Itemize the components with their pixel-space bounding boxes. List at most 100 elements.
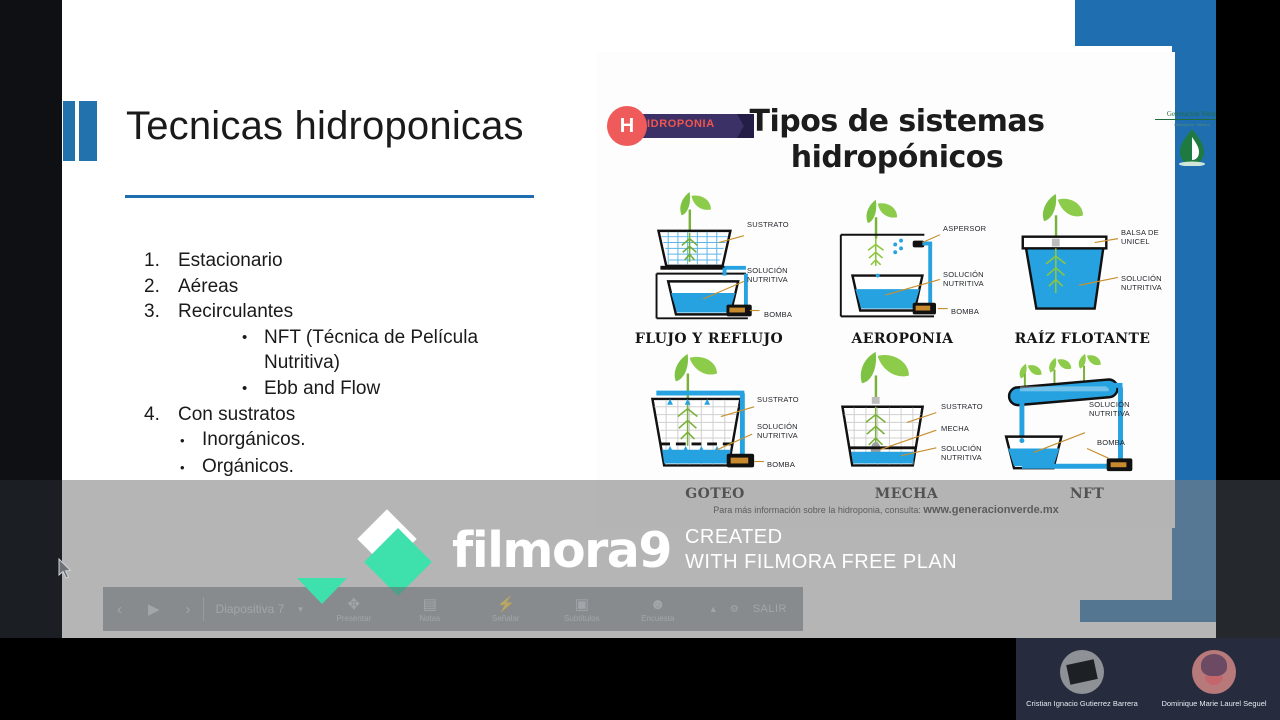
gear-icon[interactable]: ⚙ (729, 603, 739, 615)
list-number: 4. (144, 403, 160, 425)
participant-strip: Cristian Ignacio Gutierrez Barrera Domin… (1016, 638, 1280, 720)
list-number: 2. (144, 275, 160, 297)
list-label: Aéreas (178, 275, 239, 297)
leaf-flame-icon (1179, 129, 1205, 166)
diagram-caption: FLUJO Y REFLUJO (634, 331, 784, 347)
diagram-label: BALSA DE UNICEL (1121, 228, 1159, 246)
list-label: Con sustratos (178, 403, 296, 425)
present-icon: ✥ (347, 595, 361, 613)
bullet-icon: • (242, 379, 248, 397)
toolbar-item-senalar[interactable]: ⚡ Señalar (477, 596, 535, 623)
bullet-icon: • (180, 460, 185, 475)
system-diagram-raiz-flotante: BALSA DE UNICEL SOLUCIÓN NUTRITIVA RAÍZ … (995, 192, 1170, 347)
filmora-brand: filmora9 (452, 521, 672, 579)
filmora-pointer-marker (297, 578, 347, 604)
toolbar-item-encuesta[interactable]: ☻ Encuesta (629, 596, 687, 623)
list-item: 4. Con sustratos (144, 402, 614, 428)
list-label: Recirculantes (178, 301, 294, 322)
toolbar-item-label: Notas (419, 613, 441, 623)
toolbar-item-presentar[interactable]: ✥ Presentar (325, 596, 383, 623)
slide-nav-controls[interactable]: ‹ ▶ › (103, 600, 191, 619)
participant-tile[interactable]: Dominique Marie Laurel Seguel (1148, 638, 1280, 720)
diagram-graphic (655, 192, 760, 320)
toolbar-item-label: Subtítulos (563, 613, 600, 623)
diagram-label: SOLUCIÓN NUTRITIVA (1121, 274, 1162, 292)
filmora-tagline: CREATED WITH FILMORA FREE PLAN (685, 525, 957, 575)
poll-icon: ☻ (649, 595, 666, 613)
mouse-cursor (58, 558, 72, 579)
sub-list-label: Inorgánicos. (202, 429, 306, 450)
overlay-dark-left (0, 480, 62, 638)
diagram-caption: AEROPONIA (851, 331, 954, 347)
next-slide-button[interactable]: › (185, 600, 191, 618)
infographic-title: Tipos de sistemas hidropónicos (707, 104, 1087, 176)
chevron-down-icon[interactable]: ▾ (298, 603, 303, 614)
laser-pointer-icon: ⚡ (496, 595, 516, 613)
diagram-label: SOLUCIÓN NUTRITIVA (757, 422, 798, 440)
exit-button[interactable]: SALIR (752, 603, 787, 615)
participant-tile[interactable]: Cristian Ignacio Gutierrez Barrera (1016, 638, 1148, 720)
diagram-graphic (1021, 193, 1119, 310)
diagram-graphic (1004, 353, 1133, 472)
toolbar-right-controls[interactable]: ▴ ⚙ SALIR (711, 603, 803, 615)
sub-list-item: • Inorgánicos. (180, 427, 614, 454)
logo-subtitle: Hidroponía · México (1174, 122, 1210, 127)
diagram-label: BOMBA (764, 310, 793, 319)
diagram-label: SOLUCIÓN NUTRITIVA (943, 270, 984, 288)
slide-title: Tecnicas hidroponicas (126, 104, 524, 148)
avatar (1192, 650, 1236, 694)
sub-list-label: Orgánicos. (202, 456, 294, 477)
hidroponia-ribbon-label: IDROPONIA (647, 118, 715, 130)
diagram-label: BOMBA (951, 307, 980, 316)
sub-list-item: • NFT (Técnica de Película Nutritiva) (242, 325, 614, 376)
filmora-watermark: filmora9 CREATED WITH FILMORA FREE PLAN (357, 509, 957, 596)
tagline-line2: WITH FILMORA FREE PLAN (684, 551, 958, 573)
diagram-label: SOLUCIÓN NUTRITIVA (941, 444, 982, 462)
diagram-label: BOMBA (1097, 438, 1126, 447)
sub-list-item: • Orgánicos. (180, 454, 614, 481)
list-item: 3. Recirculantes (144, 299, 614, 325)
title-underline (125, 195, 534, 198)
diagram-graphic (839, 199, 948, 318)
play-button[interactable]: ▶ (148, 601, 160, 618)
list-label: Estacionario (178, 250, 283, 271)
avatar (1060, 650, 1104, 694)
diagram-label: SUSTRATO (747, 220, 789, 229)
filmora-logo-icon (357, 509, 438, 596)
toolbar-actions[interactable]: ✥ Presentar ▤ Notas ⚡ Señalar ▣ Subtítul… (325, 596, 687, 623)
list-item: 2. Aéreas (144, 274, 614, 300)
sub-list-label: NFT (Técnica de Película Nutritiva) (264, 326, 479, 374)
presentation-toolbar[interactable]: ‹ ▶ › Diapositiva 7 ▾ ✥ Presentar ▤ Nota… (103, 587, 803, 631)
title-accent-bars (63, 101, 97, 161)
diagram-label: ASPERSOR (943, 224, 987, 233)
participant-name: Cristian Ignacio Gutierrez Barrera (1026, 699, 1138, 708)
slide-indicator[interactable]: Diapositiva 7 (215, 602, 285, 616)
infographic-title-line2: hidropónicos (790, 140, 1004, 175)
bullet-icon: • (242, 328, 248, 346)
slide-outline-list: 1. Estacionario 2. Aéreas 3. Recirculant… (144, 248, 614, 481)
toolbar-item-label: Señalar (491, 613, 520, 623)
list-item: 1. Estacionario (144, 248, 614, 274)
infographic-title-line1: Tipos de sistemas (749, 104, 1045, 139)
letterbox-bottom (0, 638, 1016, 720)
filmora-brand-text: filmora (452, 521, 640, 579)
diagram-label: MECHA (941, 424, 970, 433)
toolbar-item-label: Presentar (336, 613, 372, 623)
participant-name: Dominique Marie Laurel Seguel (1161, 699, 1267, 708)
toolbar-item-label: Encuesta (641, 613, 675, 623)
chevron-up-icon[interactable]: ▴ (710, 603, 716, 615)
captions-icon: ▣ (574, 595, 589, 613)
toolbar-item-notas[interactable]: ▤ Notas (401, 596, 459, 623)
diagram-label: SUSTRATO (941, 402, 983, 411)
system-diagram-flujo-y-reflujo: SUSTRATO SOLUCIÓN NUTRITIVA BOMBA FLUJO … (619, 192, 799, 347)
list-number: 1. (144, 250, 160, 271)
system-diagram-nft: SOLUCIÓN NUTRITIVA BOMBA NFT (997, 342, 1175, 502)
toolbar-item-subtitulos[interactable]: ▣ Subtítulos (553, 596, 611, 623)
diagram-label: SOLUCIÓN NUTRITIVA (747, 266, 788, 284)
sub-list-label: Ebb and Flow (264, 377, 381, 399)
prev-slide-button[interactable]: ‹ (117, 600, 122, 618)
hidroponia-badge-icon: H (606, 105, 648, 147)
diagram-graphic (650, 353, 764, 468)
filmora-version: 9 (638, 521, 672, 579)
